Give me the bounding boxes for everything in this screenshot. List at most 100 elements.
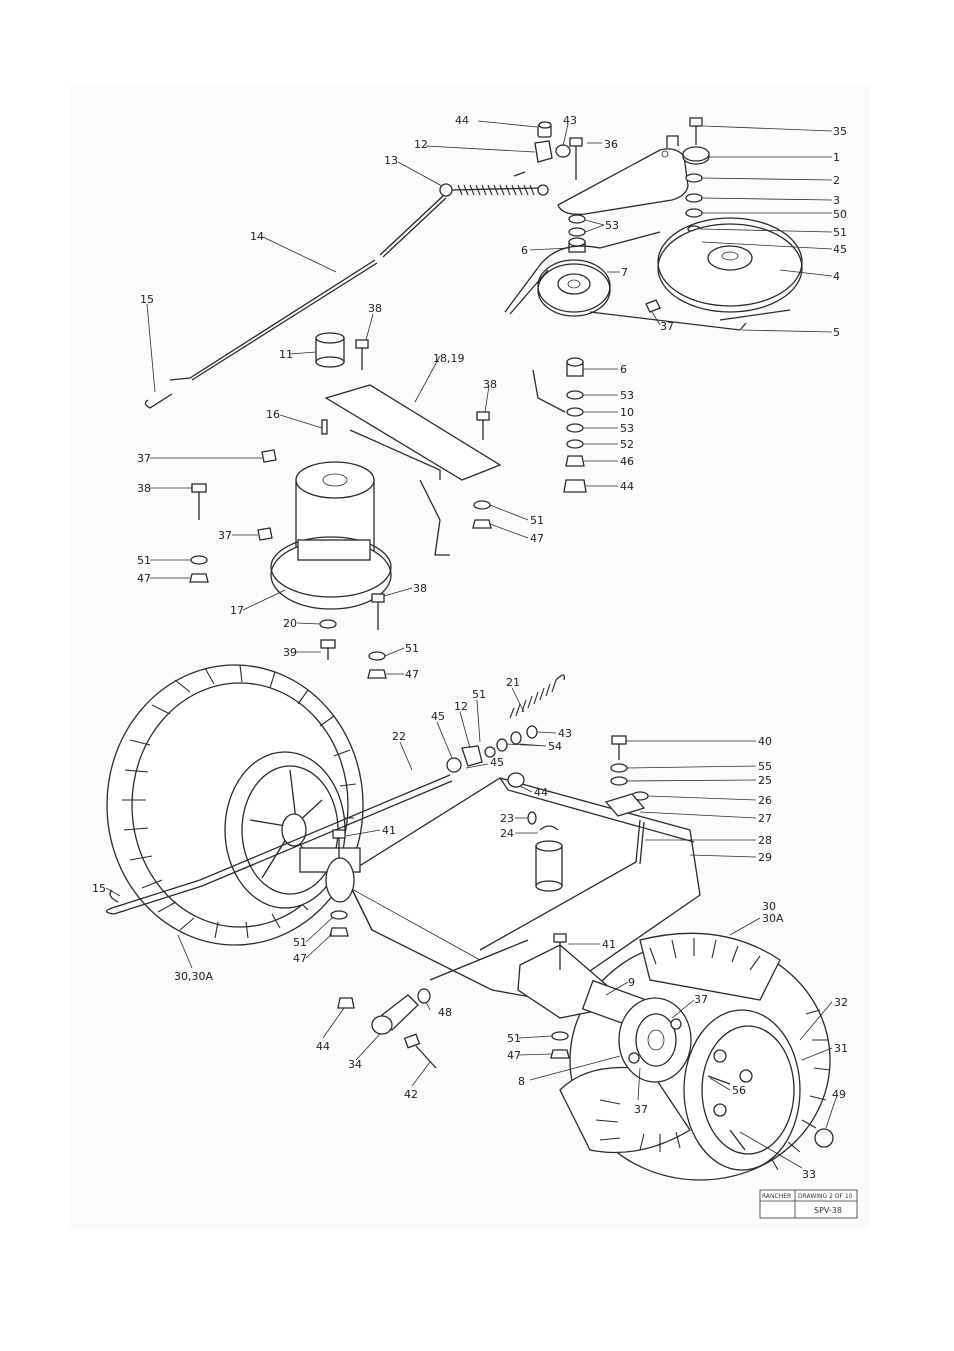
part-label-24: 24 xyxy=(500,827,514,840)
part-label-12: 12 xyxy=(414,138,428,151)
part-label-48: 48 xyxy=(438,1006,452,1019)
part-label-51: 51 xyxy=(293,936,307,949)
part-label-45: 45 xyxy=(431,710,445,723)
part-label-5: 5 xyxy=(833,326,840,339)
part-label-30a: 30A xyxy=(762,912,784,925)
part-label-47: 47 xyxy=(405,668,419,681)
part-label-36: 36 xyxy=(604,138,618,151)
part-label-41: 41 xyxy=(602,938,616,951)
left-rear-wheel xyxy=(106,664,364,946)
part-label-42: 42 xyxy=(404,1088,418,1101)
part-label-37: 37 xyxy=(137,452,151,465)
part-label-44: 44 xyxy=(534,786,548,799)
part-label-16: 16 xyxy=(266,408,280,421)
part-label-40: 40 xyxy=(758,735,772,748)
part-label-4: 4 xyxy=(833,270,840,283)
part-label-1: 1 xyxy=(833,151,840,164)
part-label-22: 22 xyxy=(392,730,406,743)
axle-and-hub xyxy=(517,933,834,1151)
part-label-12: 12 xyxy=(454,700,468,713)
part-label-56: 56 xyxy=(732,1084,746,1097)
title-block-product: RANCHER xyxy=(762,1193,791,1200)
part-label-38: 38 xyxy=(483,378,497,391)
part-label-35: 35 xyxy=(833,125,847,138)
part-label-53: 53 xyxy=(620,422,634,435)
part-label-6: 6 xyxy=(521,244,528,257)
part-label-51: 51 xyxy=(472,688,486,701)
part-label-7: 7 xyxy=(621,266,628,279)
part-label-23: 23 xyxy=(500,812,514,825)
spacer-washer-stack xyxy=(563,357,587,493)
transmission-housing xyxy=(299,777,701,1001)
part-label-47: 47 xyxy=(530,532,544,545)
part-label-13: 13 xyxy=(384,154,398,167)
part-label-50: 50 xyxy=(833,208,847,221)
part-label-49: 49 xyxy=(832,1088,846,1101)
part-label-15: 15 xyxy=(92,882,106,895)
part-label-25: 25 xyxy=(758,774,772,787)
part-label-6: 6 xyxy=(620,363,627,376)
part-label-43: 43 xyxy=(558,727,572,740)
part-label-44: 44 xyxy=(316,1040,330,1053)
part-label-30: 30 xyxy=(762,900,776,913)
part-label-30-30a: 30,30A xyxy=(174,970,213,983)
part-label-21: 21 xyxy=(506,676,520,689)
part-label-37: 37 xyxy=(660,320,674,333)
leader-lines xyxy=(105,120,837,1169)
title-block-code: SPV-38 xyxy=(814,1206,842,1215)
loose-hardware-bottom xyxy=(329,910,570,1069)
part-label-31: 31 xyxy=(834,1042,848,1055)
part-label-51: 51 xyxy=(405,642,419,655)
part-label-43: 43 xyxy=(563,114,577,127)
part-label-53: 53 xyxy=(605,219,619,232)
part-label-38: 38 xyxy=(413,582,427,595)
part-label-17: 17 xyxy=(230,604,244,617)
part-label-47: 47 xyxy=(293,952,307,965)
part-label-37: 37 xyxy=(634,1103,648,1116)
part-label-2: 2 xyxy=(833,174,840,187)
part-label-34: 34 xyxy=(348,1058,362,1071)
part-label-44: 44 xyxy=(620,480,634,493)
part-label-44: 44 xyxy=(455,114,469,127)
part-label-14: 14 xyxy=(250,230,264,243)
part-label-41: 41 xyxy=(382,824,396,837)
part-label-15: 15 xyxy=(140,293,154,306)
part-label-38: 38 xyxy=(368,302,382,315)
part-label-28: 28 xyxy=(758,834,772,847)
right-rear-wheel xyxy=(559,932,831,1181)
part-label-45: 45 xyxy=(490,756,504,769)
part-label-51: 51 xyxy=(833,226,847,239)
part-label-37: 37 xyxy=(694,993,708,1006)
part-label-47: 47 xyxy=(137,572,151,585)
part-number-labels: 44 43 12 36 35 13 1 2 3 50 51 45 14 53 6… xyxy=(92,114,848,1181)
part-label-3: 3 xyxy=(833,194,840,207)
pulley-and-belt xyxy=(504,217,803,331)
title-block: RANCHER DRAWING 2 OF 10 SPV-38 xyxy=(759,1189,858,1219)
part-label-51: 51 xyxy=(530,514,544,527)
part-label-38: 38 xyxy=(137,482,151,495)
part-label-10: 10 xyxy=(620,406,634,419)
part-label-18-19: 18,19 xyxy=(433,352,465,365)
part-label-55: 55 xyxy=(758,760,772,773)
part-label-52: 52 xyxy=(620,438,634,451)
part-label-39: 39 xyxy=(283,646,297,659)
idler-arm-assembly xyxy=(534,117,710,253)
part-label-11: 11 xyxy=(279,348,293,361)
part-label-53: 53 xyxy=(620,389,634,402)
part-label-26: 26 xyxy=(758,794,772,807)
part-label-45: 45 xyxy=(833,243,847,256)
bracket-and-transmission xyxy=(189,332,566,679)
part-label-33: 33 xyxy=(802,1168,816,1181)
part-label-37: 37 xyxy=(218,529,232,542)
control-rod-and-spring xyxy=(144,171,549,409)
part-label-27: 27 xyxy=(758,812,772,825)
part-label-9: 9 xyxy=(628,976,635,989)
part-label-8: 8 xyxy=(518,1075,525,1088)
part-label-54: 54 xyxy=(548,740,562,753)
title-block-sheet: DRAWING 2 OF 10 xyxy=(798,1193,853,1200)
part-label-46: 46 xyxy=(620,455,634,468)
part-label-29: 29 xyxy=(758,851,772,864)
part-label-47: 47 xyxy=(507,1049,521,1062)
part-label-51: 51 xyxy=(137,554,151,567)
